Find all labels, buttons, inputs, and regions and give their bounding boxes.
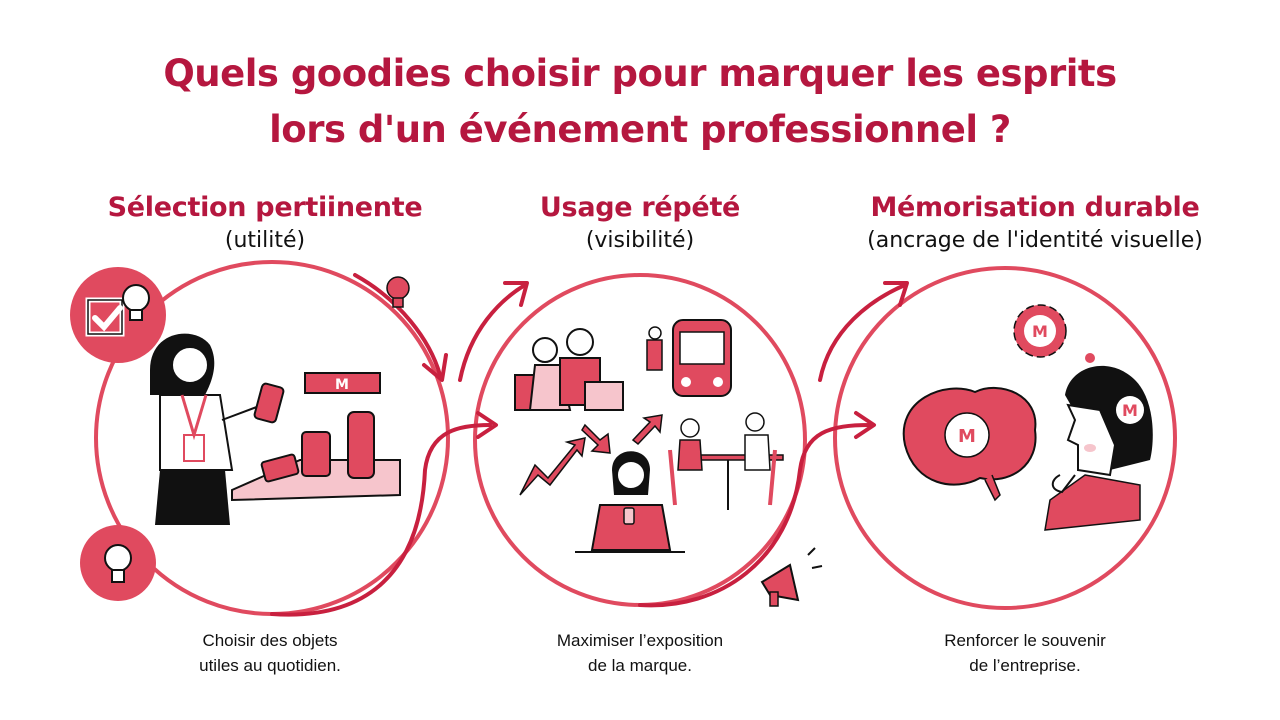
- page-title: Quels goodies choisir pour marquer les e…: [0, 46, 1280, 158]
- brand-banner-letter: M: [335, 377, 349, 393]
- power-bank-icon: [301, 431, 331, 477]
- step-2-title: Usage répété: [539, 192, 741, 223]
- step-3-title: Mémorisation durable: [870, 192, 1200, 223]
- flow-arrows: [270, 273, 909, 617]
- step-2-subtitle: (visibilité): [585, 228, 695, 253]
- step-1-header: Sélection pertiinente (utilité): [60, 190, 470, 256]
- gear-M-icon: M: [1013, 304, 1103, 373]
- step-1-description-line-1: Choisir des objets: [202, 631, 338, 650]
- step-3-description: Renforcer le souvenir de l’entreprise.: [875, 628, 1175, 678]
- step-2-description-line-2: de la marque.: [588, 656, 692, 675]
- step-2-header: Usage répété (visibilité): [490, 190, 790, 256]
- woman-phone: [575, 451, 685, 553]
- brain-M-letter: M: [958, 426, 976, 447]
- step-3-header: Mémorisation durable (ancrage de l'ident…: [830, 190, 1240, 256]
- step-1-title: Sélection pertiinente: [107, 192, 423, 223]
- brain-gear-M-icon: M: [902, 387, 1037, 502]
- step-3-description-line-2: de l’entreprise.: [969, 656, 1081, 675]
- step-1-description-line-2: utiles au quotidien.: [199, 656, 341, 675]
- step-1-description: Choisir des objets utiles au quotidien.: [120, 628, 420, 678]
- title-line-1: Quels goodies choisir pour marquer les e…: [163, 52, 1117, 95]
- step-3-subtitle: (ancrage de l'identité visuelle): [867, 228, 1203, 253]
- step-1-subtitle: (utilité): [224, 228, 306, 253]
- head-M-letter: M: [1122, 401, 1138, 420]
- people-laptop: [514, 328, 624, 411]
- gear-M-letter: M: [1032, 322, 1048, 341]
- step-3-description-line-1: Renforcer le souvenir: [944, 631, 1106, 650]
- goodies-table: M: [231, 372, 401, 502]
- checkbox-lightbulb-icon: [70, 267, 166, 363]
- brand-banner: [304, 372, 381, 394]
- woman-with-badge: [150, 333, 285, 525]
- megaphone-icon: [760, 547, 823, 607]
- thinking-man: M: [1044, 365, 1153, 531]
- meeting-table: [668, 412, 784, 510]
- step-2-description: Maximiser l’exposition de la marque.: [490, 628, 790, 678]
- step-2-description-line-1: Maximiser l’exposition: [556, 631, 724, 650]
- water-bottle-icon: [347, 411, 375, 479]
- lightbulb-icon: [80, 525, 156, 601]
- arrows-icon: [519, 414, 663, 496]
- step-3-circle: [833, 266, 1177, 610]
- small-power-bank-icon: [260, 453, 300, 483]
- bus-icon: [646, 319, 732, 397]
- lightbulb-small-icon: [386, 276, 410, 308]
- title-line-2: lors d'un événement professionnel ?: [269, 108, 1011, 151]
